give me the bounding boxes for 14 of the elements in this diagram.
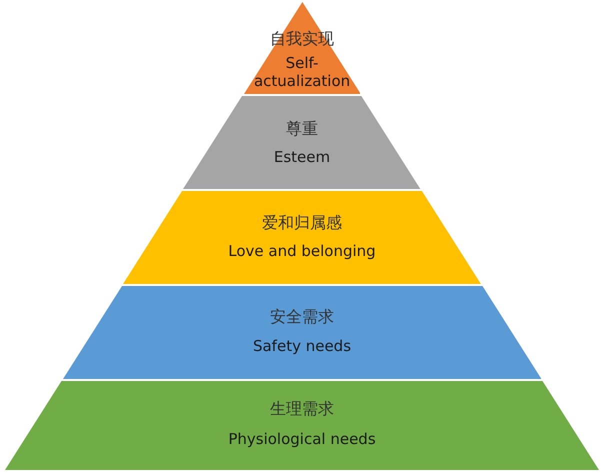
pyramid-level <box>62 286 542 379</box>
level-label: Safety needs <box>252 337 352 355</box>
level-label: Esteem <box>272 148 332 166</box>
pyramid-level <box>5 381 599 470</box>
level-title: 爱和归属感 <box>260 214 343 232</box>
level-label: Physiological needs <box>227 430 377 448</box>
level-title: 安全需求 <box>269 308 335 326</box>
level-title: 生理需求 <box>269 400 335 418</box>
pyramid-level <box>123 191 481 284</box>
level-title: 尊重 <box>284 120 319 138</box>
level-label: Love and belonging <box>227 242 377 260</box>
level-label: Self-actualization <box>254 54 350 90</box>
pyramid-level <box>183 96 421 189</box>
pyramid-level <box>244 2 360 94</box>
